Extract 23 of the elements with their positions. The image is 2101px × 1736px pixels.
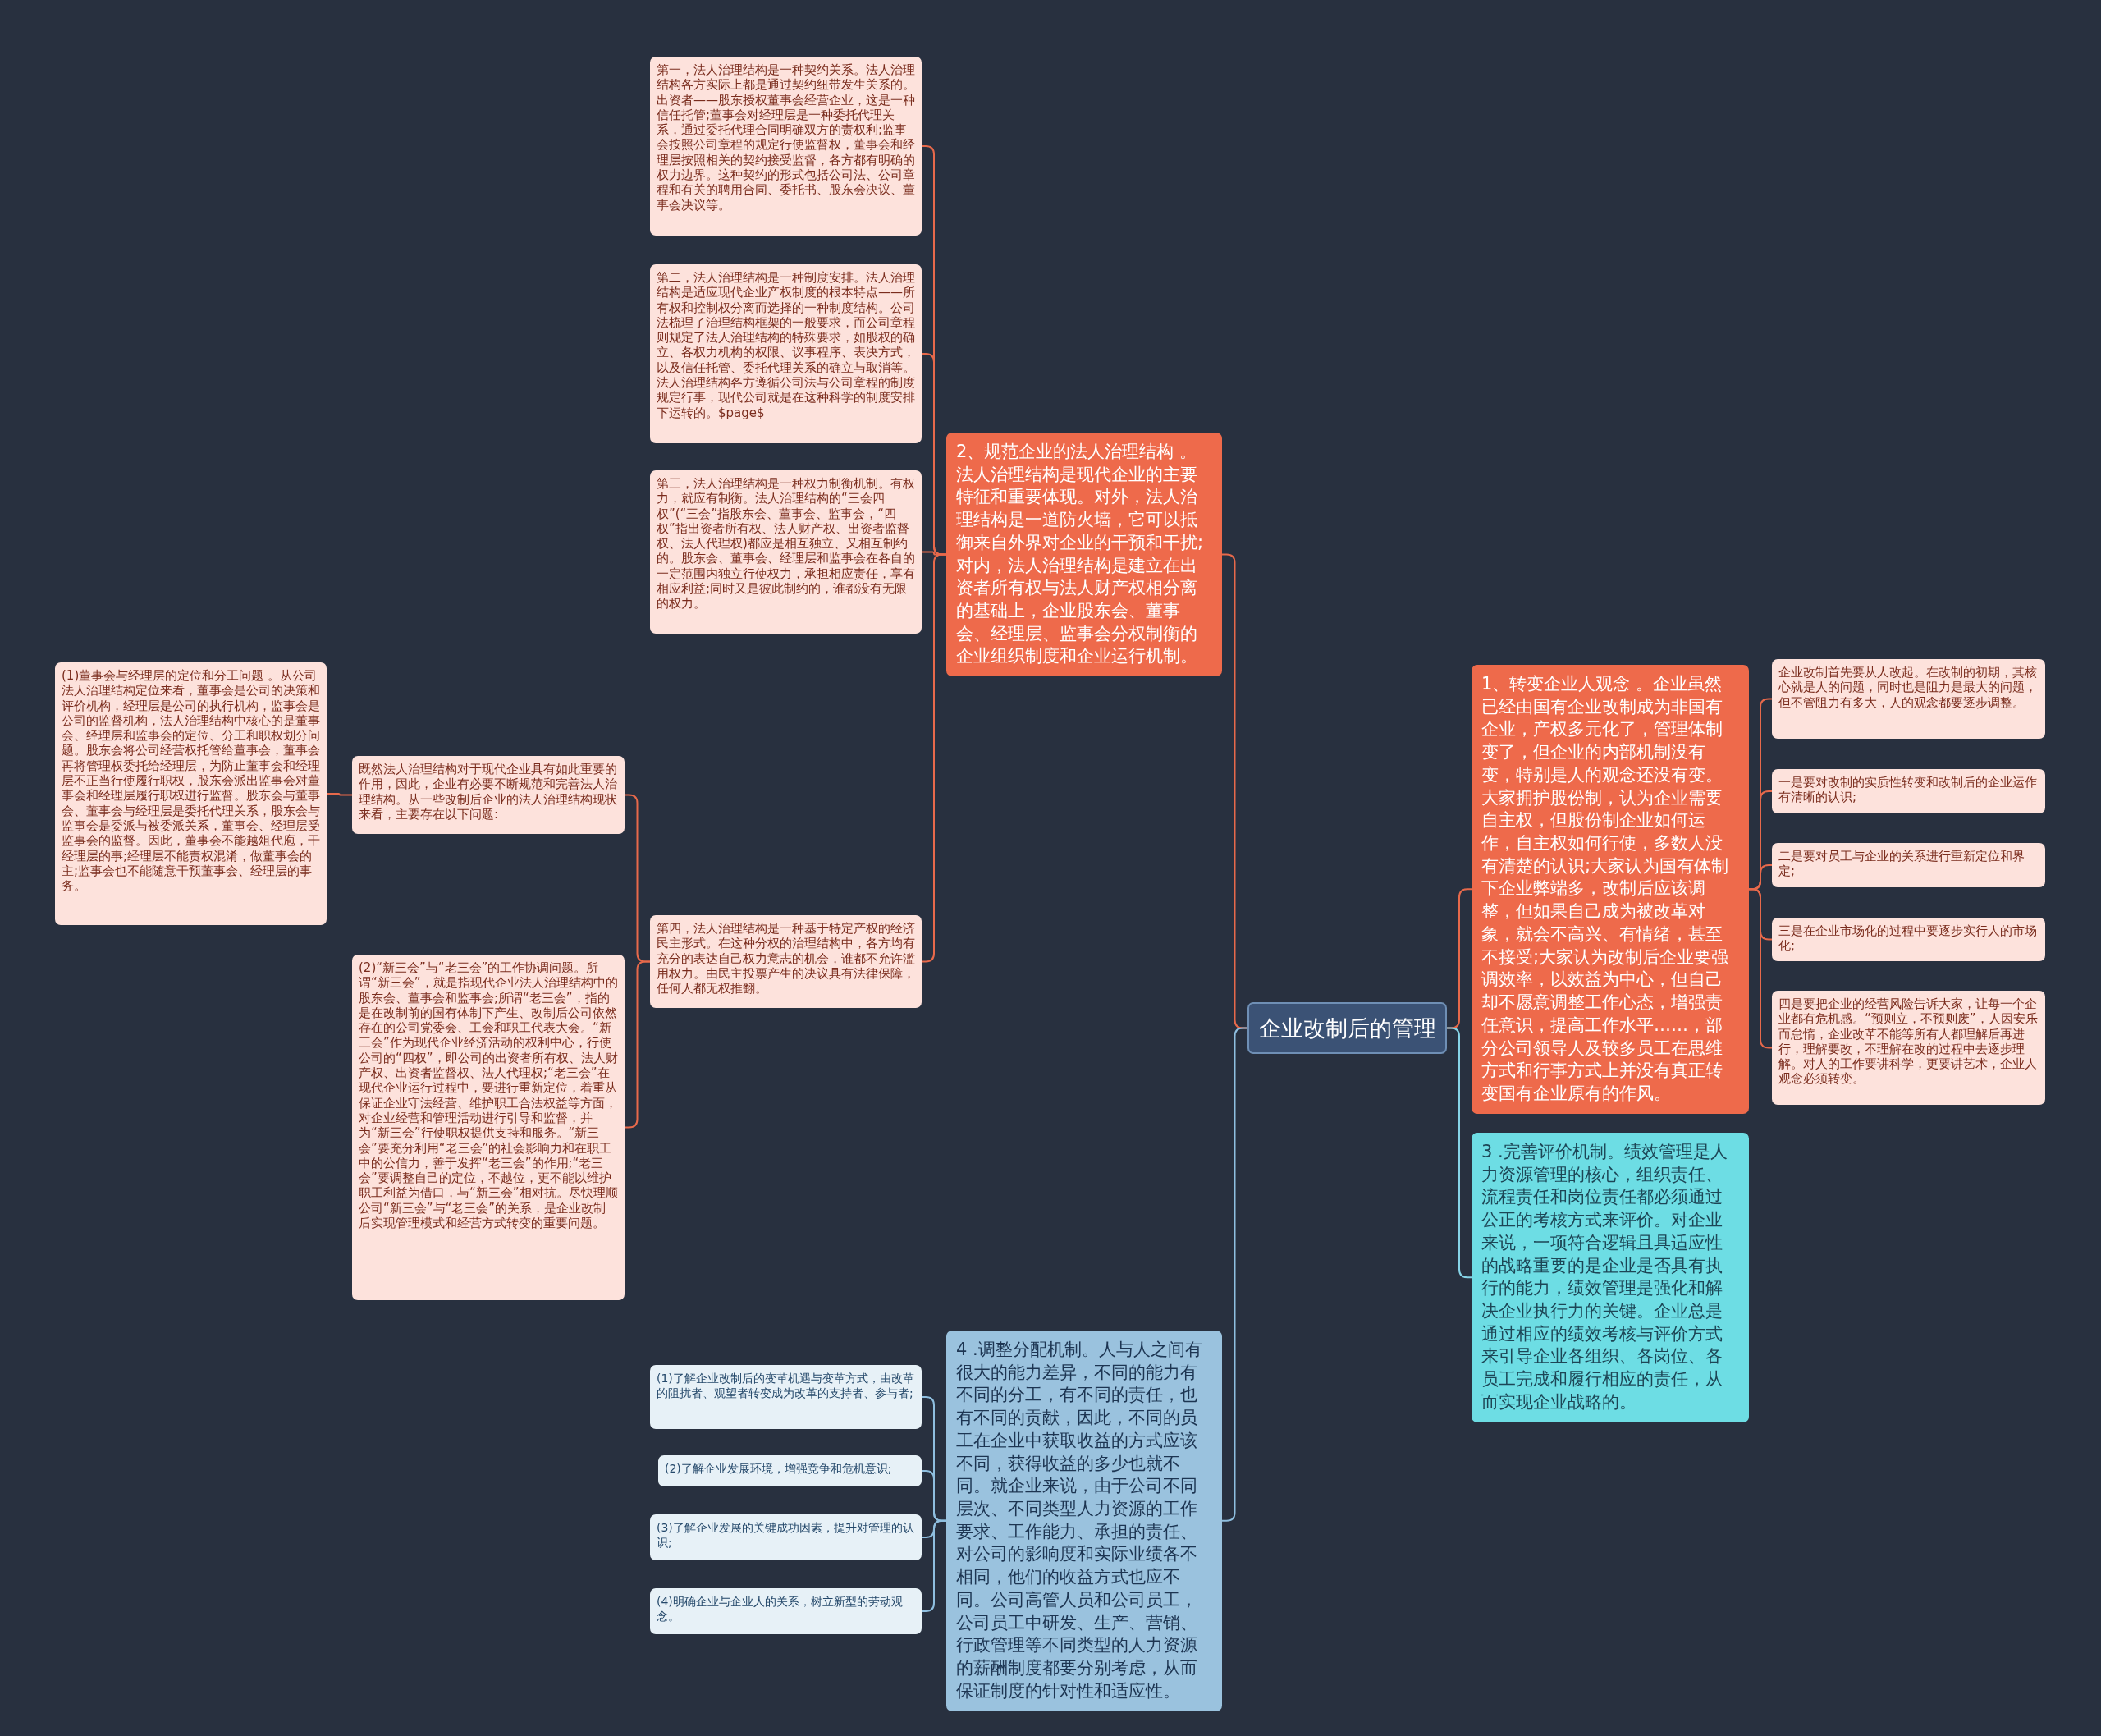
subtopic-box: 第四，法人治理结构是一种基于特定产权的经济民主形式。在这种分权的治理结构中，各方均有充分的表达自己权力意志的机会，谁都不允许滥用权力。由民主投票产生的决议具有法律保障，任何人都无权推翻。	[650, 915, 922, 1008]
root-topic-box: 企业改制后的管理	[1247, 1002, 1447, 1055]
subtopic-box: 第一，法人治理结构是一种契约关系。法人治理结构各方实际上都是通过契约纽带发生关系的。出资者——股东授权董事会经营企业，这是一种信任托管;董事会对经理层是一种委托代理关系，通过委托代理合同明确双方的责权利;监事会按照公司章程的规定行使监督权，董事会和经理层按照相关的契约接受监督，各方都有明确的权力边界。这种契约的形式包括公司法、公司章程和有关的聘用合同、委托书、股东会决议、董事会决议等。	[650, 57, 922, 236]
connector-line	[1748, 888, 1773, 1049]
subtopic-box: 一是要对改制的实质性转变和改制后的企业运作有清晰的认识;	[1772, 769, 2045, 813]
subtopic-box: (4)明确企业与企业人的关系，树立新型的劳动观念。	[650, 1588, 922, 1634]
branch-topic-box: 1、转变企业人观念 。企业虽然已经由国有企业改制成为非国有企业，产权多元化了，管理体制变了，但企业的内部机制没有变，特别是人的观念还没有变。大家拥护股份制，认为企业需要自主权，但股份制企业如何运作，自主权如何行使，多数人没有清楚的认识;大家认为国有体制下企业弊端多，改制后应该调整，但如果自己成为被改革对象，就会不高兴、有情绪，甚至不接受;大家认为改制后企业要强调效率，以效益为中心，但自己却不愿意调整工作心态，增强责任意识，提高工作水平……，部分公司领导人及较多员工在思维方式和行事方式上并没有真正转变国有企业原有的作风。	[1472, 665, 1749, 1114]
subtopic-box: (2)“新三会”与“老三会”的工作协调问题。所谓“新三会”，就是指现代企业法人治理结构中的股东会、董事会和监事会;所谓“老三会”，指的是在改制前的国有体制下产生、改制后公司依然存在的公司党委会、工会和职工代表大会。“新三会”作为现代企业经济活动的权利中心，行使公司的“四权”，即公司的出资者所有权、法人财产权、出资者监督权、法人代理权;“老三会”在现代企业运行过程中，要进行重新定位，着重从保证企业守法经营、维护职工合法权益等方面，对企业经营和管理活动进行引导和监督，并为“新三会”行使职权提供支持和服务。“新三会”要充分利用“老三会”的社会影响力和在职工中的公信力，善于发挥“老三会”的作用;“老三会”要调整自己的定位，不越位，更不能以维护职工利益为借口，与“新三会”相对抗。尽快理顺公司“新三会”与“老三会”的关系，是企业改制后实现管理模式和经营方式转变的重要问题。	[352, 955, 625, 1300]
subtopic-box: (1)董事会与经理层的定位和分工问题 。从公司法人治理结构定位来看，董事会是公司的决策和评价机构，经理层是公司的执行机构，监事会是公司的监督机构，法人治理结构中核心的是董事会、经理层和监事会的定位、分工和职权划分问题。股东会将公司经营权托管给董事会，董事会再将管理权委托给经理层，为防止董事会和经理层不正当行使履行职权，股东会派出监事会对董事会和经理层履行职权进行监督。股东会与董事会、董事会与经理层是委托代理关系，股东会与监事会是委派与被委派关系，董事会、经理层受监事会的监督。因此，董事会不能越俎代庖，干经理层的事;经理层不能责权混淆，做董事会的主;监事会也不能随意干预董事会、经理层的事务。	[55, 662, 327, 925]
subtopic-box: (1)了解企业改制后的变革机遇与变革方式，由改革的阻扰者、观望者转变成为改革的支持者、参与者;	[650, 1365, 922, 1429]
subtopic-box: 第三，法人治理结构是一种权力制衡机制。有权力，就应有制衡。法人治理结构的“三会四权”(“三会”指股东会、董事会、监事会，“四权”指出资者所有权、法人财产权、出资者监督权、法人代理权)都应是相互独立、又相互制约的。股东会、董事会、经理层和监事会在各自的一定范围内独立行使权力，承担相应责任，享有相应利益;同时又是彼此制约的，谁都没有无限的权力。	[650, 470, 922, 634]
connector-line	[326, 793, 353, 796]
subtopic-box: (3)了解企业发展的关键成功因素，提升对管理的认识;	[650, 1514, 922, 1560]
subtopic-box: 三是在企业市场化的过程中要逐步实行人的市场化;	[1772, 918, 2045, 961]
branch-topic-box: 3 .完善评价机制。绩效管理是人力资源管理的核心，组织责任、流程责任和岗位责任都必须通过公正的考核方式来评价。对企业来说，一项符合逻辑且具适应性的战略重要的是企业是否具有执行的能力，绩效管理是强化和解决企业执行力的关键。企业总是通过相应的绩效考核与评价方式来引导企业各组织、各岗位、各员工完成和履行相应的责任，从而实现企业战略的。	[1472, 1133, 1749, 1422]
subtopic-box: (2)了解企业发展环境，增强竞争和危机意识;	[658, 1455, 922, 1486]
subtopic-box: 四是要把企业的经营风险告诉大家，让每一个企业都有危机感。“预则立，不预则废”，人因安乐而怠惰，企业改革不能等所有人都理解后再进行，理解要改，不理解在改的过程中去逐步理解。对人的工作要讲科学，更要讲艺术，企业人观念必须转变。	[1772, 991, 2045, 1105]
subtopic-box: 企业改制首先要从人改起。在改制的初期，其核心就是人的问题，同时也是阻力是最大的问题，但不管阻力有多大，人的观念都要逐步调整。	[1772, 659, 2045, 739]
subtopic-box: 第二，法人治理结构是一种制度安排。法人治理结构是适应现代企业产权制度的根本特点——所有权和控制权分离而选择的一种制度结构。公司法梳理了治理结构框架的一般要求，而公司章程则规定了法人治理结构的特殊要求，如股权的确立、各权力机构的权限、议事程序、表决方式，以及信任托管、委托代理关系的确立与取消等。法人治理结构各方遵循公司法与公司章程的制度规定行事，现代公司就是在这种科学的制度安排下运转的。$page$	[650, 264, 922, 443]
branch-topic-box: 4 .调整分配机制。人与人之间有很大的能力差异，不同的能力有不同的分工，有不同的责任，也有不同的贡献，因此，不同的员工在企业中获取收益的方式应该不同，获得收益的多少也就不同。就企业来说，由于公司不同层次、不同类型人力资源的工作要求、工作能力、承担的责任、对公司的影响度和实际业绩各不相同，他们的收益方式也应不同。公司高管人员和公司员工，公司员工中研发、生产、营销、行政管理等不同类型的人力资源的薪酬制度都要分别考虑，从而保证制度的针对性和适应性。	[946, 1331, 1222, 1711]
subtopic-box: 既然法人治理结构对于现代企业具有如此重要的作用，因此，企业有必要不断规范和完善法人治理结构。从一些改制后企业的法人治理结构现状来看，主要存在以下问题:	[352, 756, 625, 834]
subtopic-box: 二是要对员工与企业的关系进行重新定位和界定;	[1772, 843, 2045, 887]
branch-topic-box: 2、规范企业的法人治理结构 。法人治理结构是现代企业的主要特征和重要体现。对外，法人治理结构是一道防火墙，它可以抵御来自外界对企业的干预和干扰;对内，法人治理结构是建立在出资者所有权与法人财产权相分离的基础上，企业股东会、董事会、经理层、监事会分权制衡的企业组织制度和企业运行机制。	[946, 433, 1222, 677]
